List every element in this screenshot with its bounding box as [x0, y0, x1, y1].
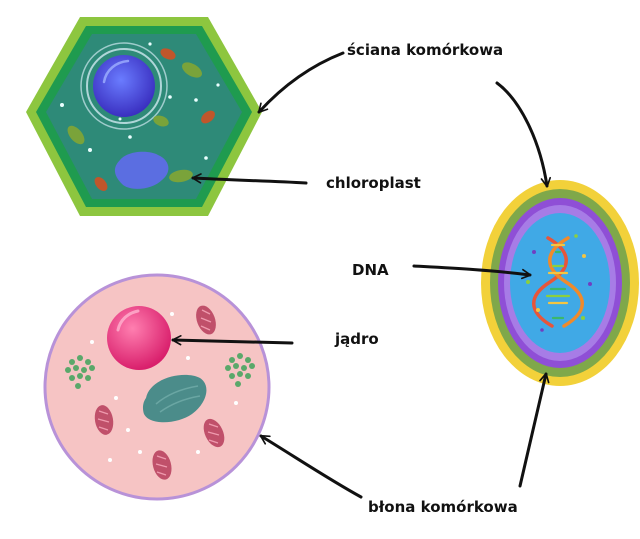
chloroplast-organelle — [169, 169, 193, 183]
vesicle-dots — [90, 312, 238, 462]
arrow-chloroplast — [191, 173, 308, 185]
label-chloroplast: chloroplast — [326, 174, 421, 192]
chloroplast-organelle — [182, 62, 202, 78]
pointer-arrows — [171, 51, 552, 499]
ribosome-dot — [194, 98, 198, 102]
plant-nucleus — [93, 55, 155, 117]
plant-nucleus-highlight — [102, 59, 130, 84]
animal-cell — [43, 273, 271, 501]
organelle-grey-lines — [155, 385, 201, 413]
arrow-membrane-bacteria — [518, 372, 550, 488]
dna-helix — [532, 236, 584, 328]
arrow-dna — [412, 264, 532, 280]
bacterial-cell — [481, 180, 639, 386]
mitochondrion — [94, 405, 114, 435]
mitochondrion — [201, 110, 215, 124]
chloroplast-organelle — [153, 115, 169, 127]
mitochondrion — [160, 48, 176, 60]
arrow-membrane-animal — [259, 434, 363, 499]
label-cell-wall: ściana komórkowa — [347, 41, 504, 59]
animal-nucleus-highlight — [116, 309, 140, 332]
ribosome-dot — [128, 135, 132, 139]
mitochondrion — [196, 305, 216, 335]
vacuole — [114, 151, 169, 189]
ribosome-dot — [204, 156, 208, 160]
ribosome-cluster — [225, 353, 255, 387]
ribosome-dot — [168, 95, 172, 99]
chloroplast-organelle — [67, 125, 85, 145]
ribosome-cluster — [65, 355, 95, 389]
ribosome-dot — [88, 148, 92, 152]
ribosome-dot — [216, 83, 220, 87]
ribosome-dot — [118, 117, 122, 121]
bacteria-cytoplasm — [510, 213, 610, 353]
animal-nucleus — [107, 306, 171, 370]
bacteria-dots — [526, 234, 592, 332]
ribosome-dot — [148, 42, 152, 46]
arrow-nucleus — [171, 334, 294, 346]
arrow-cell-wall-plant — [257, 51, 345, 114]
label-dna: DNA — [352, 261, 389, 279]
plant-nucleus-ring-outer — [80, 42, 168, 130]
plant-cell — [26, 17, 262, 216]
label-cell-membrane: błona komórkowa — [368, 498, 518, 516]
mitochondrion — [152, 450, 172, 480]
plant-nucleus-ring — [86, 48, 162, 124]
mitochondrion — [94, 177, 108, 191]
ribosome-dot — [60, 103, 64, 107]
arrow-cell-wall-bacteria — [495, 81, 552, 188]
mitochondrion — [203, 418, 225, 448]
label-nucleus: jądro — [335, 330, 379, 348]
